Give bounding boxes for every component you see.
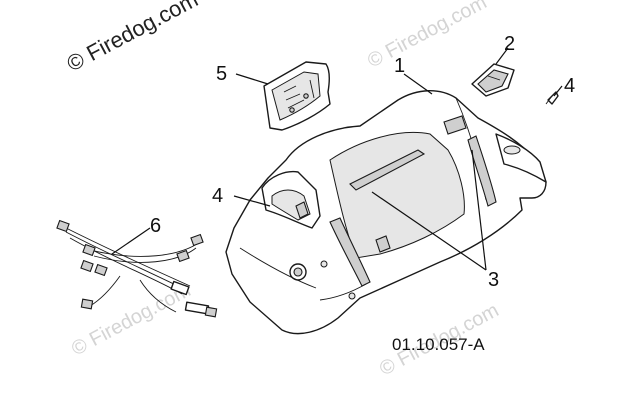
- callout-3: 3: [488, 269, 499, 291]
- watermark-bottom-left: © Firedog.com: [68, 279, 194, 360]
- watermark-top-left: © Firedog.com: [63, 0, 202, 76]
- watermark-top-right: © Firedog.com: [364, 0, 490, 72]
- diagram-code: 01.10.057-A: [392, 335, 485, 354]
- lip-pin: [295, 201, 309, 219]
- switch-module: [471, 63, 515, 97]
- callout-6: 6: [150, 215, 161, 237]
- callout-labels: 1 2 4 5 4 6 3: [150, 33, 575, 291]
- leader-lines: [111, 47, 563, 271]
- callout-2: 2: [504, 33, 515, 55]
- display-panel: [263, 61, 331, 131]
- callout-4-right: 4: [564, 75, 575, 97]
- callout-5: 5: [216, 63, 227, 85]
- wiring-harness: [56, 219, 218, 318]
- callout-1: 1: [394, 55, 405, 77]
- callout-4-left: 4: [212, 185, 223, 207]
- hood-panel: [225, 90, 547, 335]
